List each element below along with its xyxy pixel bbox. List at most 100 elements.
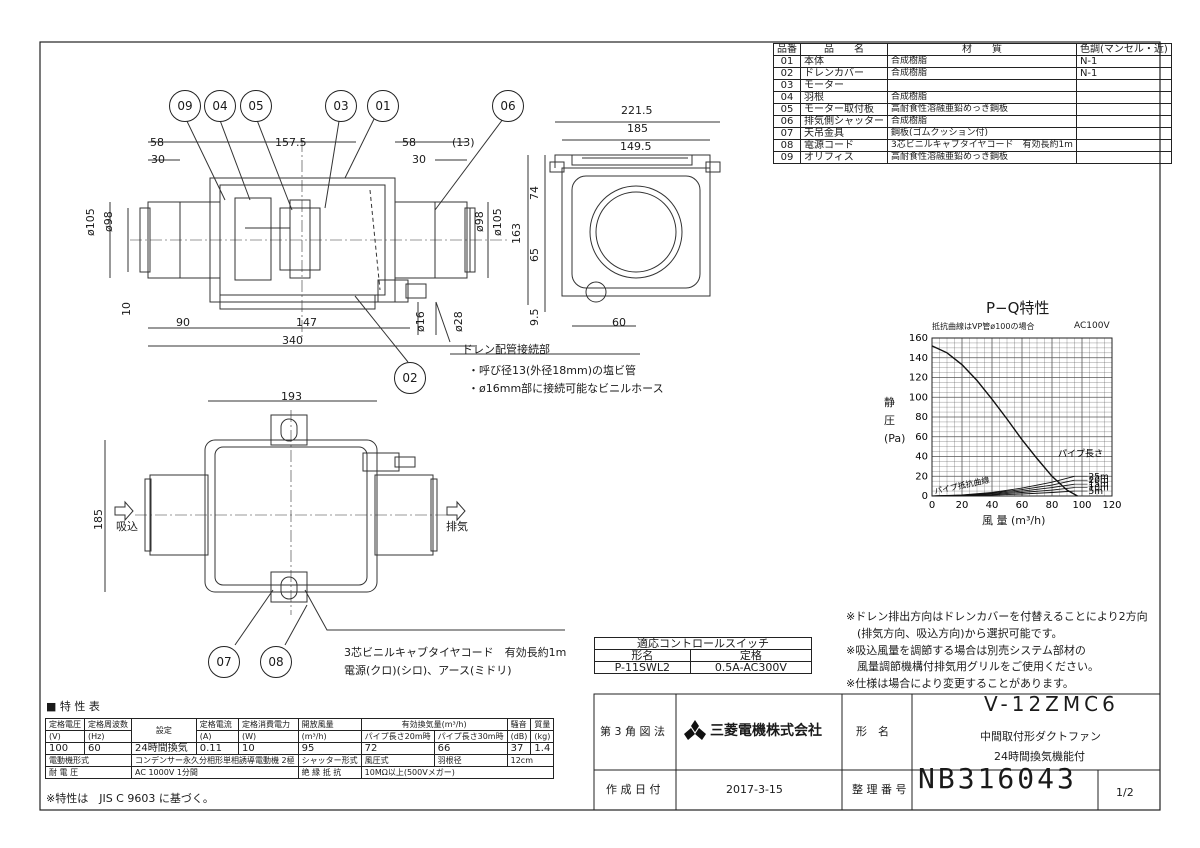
parts-cell: オリフィス (800, 151, 888, 164)
model-label: 形 名 (856, 725, 889, 738)
parts-cell: 本体 (800, 55, 888, 68)
control-switch-table: 適応コントロールスイッチ 形名 定格 P-11SWL2 0.5A-AC300V (594, 637, 813, 674)
spec-insulation-label: 絶 縁 抵 抗 (297, 766, 362, 779)
parts-cell: 高耐食性溶融亜鉛めっき鋼板 (887, 103, 1077, 116)
side-dim-60: 60 (612, 316, 626, 329)
callout-03: 03 (325, 90, 357, 122)
x-tick-label: 120 (1102, 500, 1121, 511)
front-view-drawing (109, 114, 510, 363)
series-label: 15m (1089, 480, 1109, 490)
callout-06: 06 (492, 90, 524, 122)
model-number: V-12ZMC6 (984, 692, 1119, 716)
x-tick-label: 20 (956, 500, 969, 511)
spec-h-effective: 有効換気量(m³/h) (360, 718, 508, 731)
parts-cell (887, 79, 1077, 92)
parts-cell (1075, 139, 1172, 152)
plot-frame (931, 337, 1113, 497)
note-3: ※吸込風量を調節する場合は別売システム部材の (846, 644, 1086, 657)
dim-58-left: 58 (150, 136, 164, 149)
side-dim-149-5: 149.5 (620, 140, 652, 153)
parts-cell: 天吊金具 (800, 127, 888, 140)
mitsubishi-logo-icon (684, 720, 706, 740)
projection-label: 第 3 角 図 法 (600, 725, 665, 738)
drain-note-leader (450, 353, 640, 355)
parts-cell (1075, 103, 1172, 116)
spec-blade-label: 羽根径 (433, 754, 508, 767)
parts-cell: 電源コード (800, 139, 888, 152)
control-switch-h-model: 形名 (594, 649, 691, 662)
parts-cell: N-1 (1075, 67, 1172, 80)
bottom-view-drawing (104, 400, 565, 646)
parts-cell: 羽根 (800, 91, 888, 104)
dim-157-5: 157.5 (275, 136, 307, 149)
bottom-dim-185: 185 (92, 509, 105, 530)
note-1: ※ドレン排出方向はドレンカバーを付替えることにより2方向 (846, 610, 1148, 623)
parts-cell: 3芯ビニルキャブタイヤコード 有効長約1m (887, 139, 1077, 152)
spec-table: 定格電圧 定格周波数 設定 定格電流 定格消費電力 開放風量 有効換気量(m³/… (45, 718, 555, 779)
callout-04: 04 (204, 90, 236, 122)
spec-u-30m: パイプ長さ30m時 (433, 730, 508, 743)
date-label: 作 成 日 付 (606, 783, 661, 796)
y-tick-label: 120 (909, 373, 928, 384)
parts-cell: 合成樹脂 (887, 115, 1077, 128)
spec-motor-label: 電動機形式 (45, 754, 132, 767)
y-tick-label: 160 (909, 333, 928, 344)
x-tick-label: 80 (1046, 500, 1059, 511)
dim-d28: ø28 (452, 311, 465, 332)
spec-h-noise: 騒音 (506, 718, 532, 731)
callout-09: 09 (169, 90, 201, 122)
parts-cell: 04 (773, 91, 801, 104)
y-tick-label: 140 (909, 353, 928, 364)
resistance-curve-5m (931, 490, 1075, 497)
spec-hz: 60 (84, 742, 132, 755)
chart-ylabel: 静 圧 (Pa) (884, 396, 906, 445)
chart-xlabel: 風 量 (m³/h) (982, 514, 1046, 527)
parts-header-0: 品番 (773, 43, 801, 56)
control-switch-h-rating: 定格 (689, 649, 813, 662)
side-dim-65: 65 (528, 248, 541, 262)
series-label: 20m (1089, 476, 1109, 486)
spec-h-open-air: 開放風量 (297, 718, 362, 731)
parts-cell: モーター (800, 79, 888, 92)
parts-cell: ドレンカバー (800, 67, 888, 80)
parts-header-1: 品 名 (800, 43, 888, 56)
parts-cell: 合成樹脂 (887, 91, 1077, 104)
spec-u-hz: (Hz) (84, 730, 132, 743)
y-tick-label: 80 (915, 412, 928, 423)
spec-u-m3h: (m³/h) (297, 730, 362, 743)
y-tick-label: 40 (915, 452, 928, 463)
callout-07: 07 (208, 646, 240, 678)
note-5: ※仕様は場合により変更することがあります。 (846, 677, 1074, 690)
spec-insulation: 10MΩ以上(500Vメガー) (360, 766, 555, 779)
x-tick-label: 100 (1072, 500, 1091, 511)
page-number: 1/2 (1116, 786, 1134, 799)
drain-note-title: ドレン配管接続部 (462, 343, 550, 356)
parts-cell: 08 (773, 139, 801, 152)
y-tick-label: 60 (915, 432, 928, 443)
spec-shutter-label: シャッター形式 (297, 754, 362, 767)
spec-u-kg: (kg) (530, 730, 555, 743)
bottom-dim-193: 193 (281, 390, 302, 403)
y-tick-label: 0 (922, 491, 928, 502)
spec-20m: 72 (360, 742, 435, 755)
parts-cell: 05 (773, 103, 801, 116)
dim-30-left: 30 (151, 153, 165, 166)
company-logo-block: 三菱電機株式会社 (684, 720, 822, 740)
side-dim-74: 74 (528, 186, 541, 200)
control-switch-rating: 0.5A-AC300V (689, 661, 813, 674)
spec-30m: 66 (433, 742, 508, 755)
parts-cell: 03 (773, 79, 801, 92)
spec-h-setting: 設定 (131, 718, 197, 743)
chart-voltage: AC100V (1074, 321, 1110, 331)
side-dim-221-5: 221.5 (621, 104, 653, 117)
parts-cell: 合成樹脂 (887, 55, 1077, 68)
spec-h-freq: 定格周波数 (84, 718, 132, 731)
callout-02: 02 (394, 362, 426, 394)
